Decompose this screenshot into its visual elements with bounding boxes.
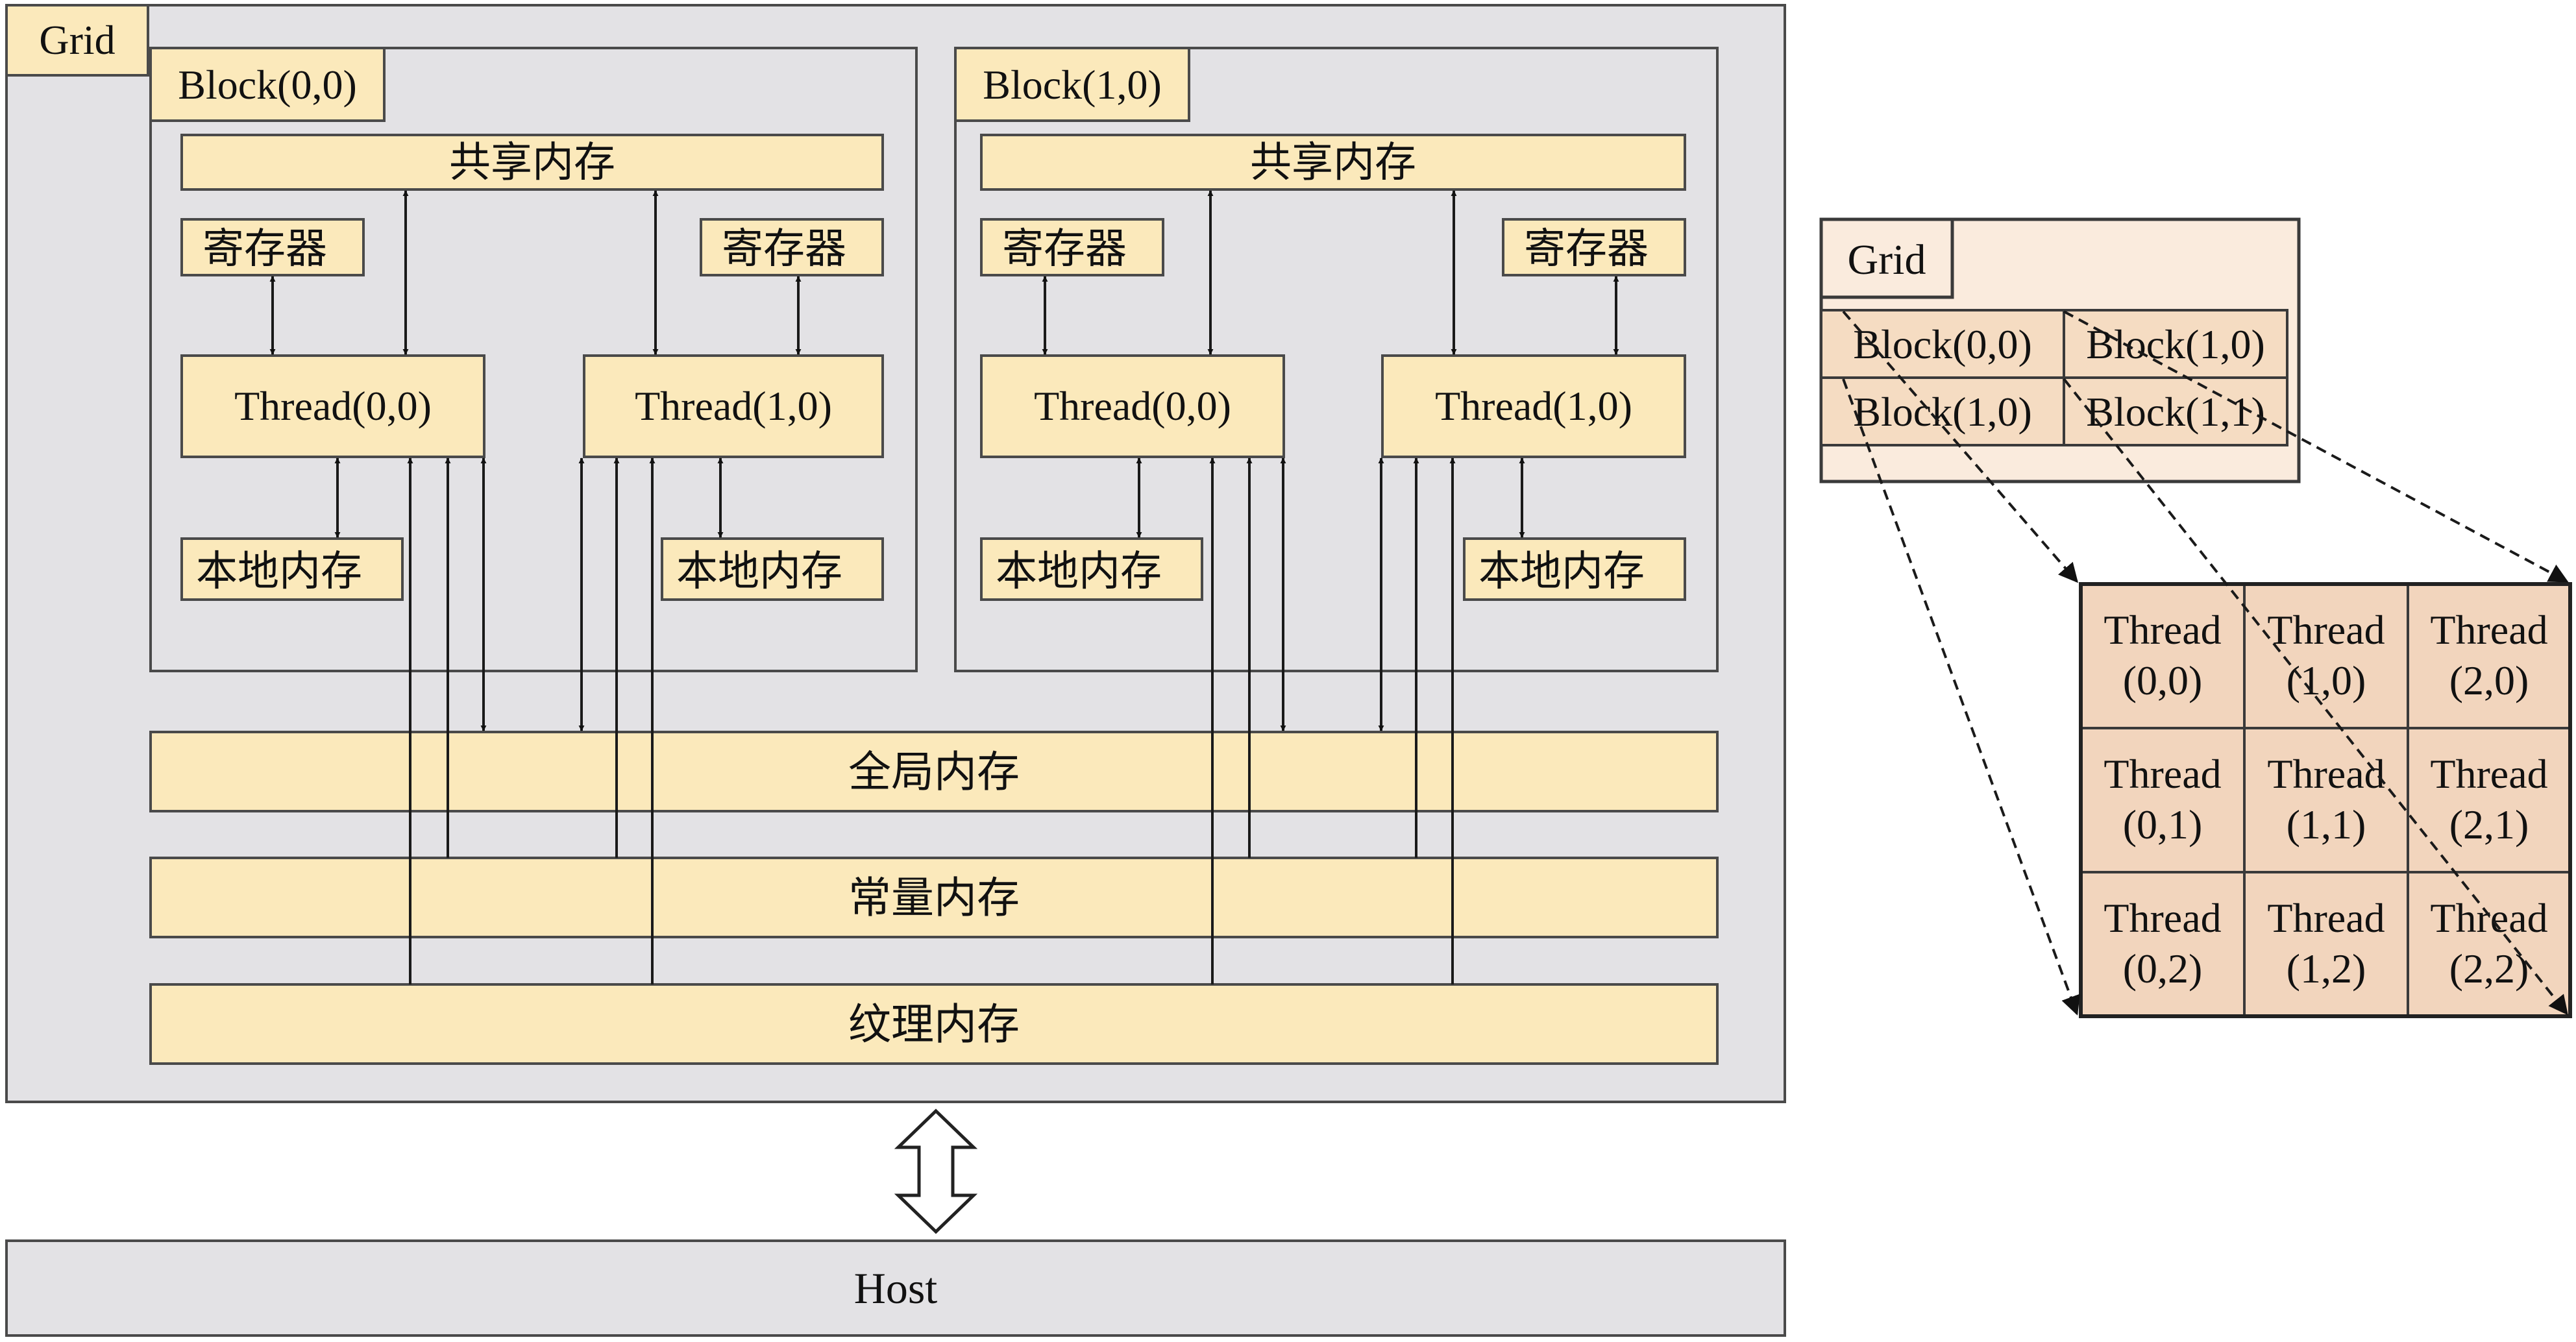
- local-memory-box: [661, 537, 884, 601]
- thread-cell-index: (1,1): [2287, 801, 2366, 848]
- block-label-box: [954, 47, 1190, 122]
- local-memory-box: [980, 537, 1203, 601]
- mini-block-cell: [1820, 376, 2065, 446]
- mini-block-label: Block(1,1): [2086, 389, 2265, 435]
- zoom-line: [1842, 378, 2080, 1016]
- mini-grid-label: Grid: [1848, 236, 1926, 284]
- thread-cell-index: (1,0): [2287, 657, 2366, 703]
- block-label: Block(1,0): [983, 62, 1162, 108]
- register-label: 寄存器: [722, 226, 846, 272]
- thread-cell-index: (0,1): [2123, 801, 2203, 848]
- local-memory-label: 本地内存: [676, 548, 842, 594]
- thread-cell: [2079, 871, 2246, 1018]
- constant-memory-box: [149, 857, 1719, 938]
- constant-memory-label: 常量内存: [848, 875, 1020, 922]
- thread-cell-title: Thread: [2267, 607, 2385, 653]
- register-label: 寄存器: [1002, 226, 1127, 272]
- thread-grid: Thread (0,0) Thread (1,0) Thread (2,0) T…: [2079, 582, 2572, 1018]
- thread-cell: [2407, 871, 2571, 1018]
- thread-cell-index: (2,1): [2449, 801, 2529, 848]
- mini-grid: Grid Block(0,0) Block(1,0) Block(1,0) Bl…: [1819, 217, 2301, 483]
- register-box: [1502, 218, 1686, 276]
- thread-label: Thread(1,0): [635, 383, 832, 429]
- shared-memory-label: 共享内存: [1250, 140, 1416, 186]
- register-box: [700, 218, 884, 276]
- host-box: [5, 1239, 1786, 1337]
- register-label: 寄存器: [1524, 226, 1649, 272]
- local-memory-box: [1463, 537, 1686, 601]
- host-label: Host: [854, 1263, 938, 1313]
- thread-cell: [2243, 727, 2409, 873]
- thread-cell-title: Thread: [2430, 607, 2547, 653]
- grid-label-box: [5, 4, 149, 77]
- global-memory-label: 全局内存: [848, 749, 1020, 796]
- mini-block-label: Block(1,0): [2086, 321, 2265, 367]
- thread-cell-title: Thread: [2104, 751, 2221, 797]
- local-memory-box: [180, 537, 404, 601]
- register-label: 寄存器: [202, 226, 327, 272]
- thread-cell-index: (1,2): [2287, 946, 2366, 992]
- thread-cell-title: Thread: [2267, 895, 2385, 941]
- zoom-line: [2063, 310, 2569, 583]
- host-device-double-arrow: [894, 1108, 978, 1234]
- shared-memory-label: 共享内存: [449, 140, 615, 186]
- local-memory-label: 本地内存: [996, 548, 1162, 594]
- thread-label: Thread(0,0): [1034, 383, 1231, 429]
- thread-cell-index: (0,2): [2123, 946, 2203, 992]
- thread-box: [1381, 354, 1686, 458]
- thread-box: [980, 354, 1285, 458]
- block-1: Block(1,0) 共享内存 寄存器 寄存器 Thread(0,0) Thre…: [954, 47, 1719, 672]
- thread-cell: [2243, 583, 2409, 729]
- mini-grid-label-box: [1819, 217, 1954, 299]
- thread-cell-title: Thread: [2104, 607, 2221, 653]
- zoom-dashed-lines: [1842, 310, 2569, 1016]
- local-memory-label: 本地内存: [196, 548, 362, 594]
- thread-cell: [2407, 727, 2571, 873]
- memory-connection-lines: [407, 458, 1456, 984]
- block-label: Block(0,0): [178, 62, 357, 108]
- shared-memory-box: [980, 134, 1686, 191]
- block-0: Block(0,0) 共享内存 寄存器 寄存器 Thread(0,0) Thre…: [149, 47, 918, 672]
- thread-cell-title: Thread: [2104, 895, 2221, 941]
- thread-cell: [2079, 727, 2246, 873]
- thread-box: [180, 354, 485, 458]
- thread-cell-index: (2,0): [2449, 657, 2529, 703]
- thread-cell: [2407, 583, 2571, 729]
- thread-label: Thread(0,0): [234, 383, 432, 429]
- shared-memory-box: [180, 134, 884, 191]
- thread-cell-title: Thread: [2267, 751, 2385, 797]
- thread-cell: [2079, 583, 2246, 729]
- thread-grid-border: [2079, 582, 2572, 1018]
- thread-cell-title: Thread: [2430, 895, 2547, 941]
- block-label-box: [149, 47, 386, 122]
- zoom-line: [1842, 310, 2078, 583]
- thread-cell-index: (0,0): [2123, 657, 2203, 703]
- local-memory-label: 本地内存: [1478, 548, 1645, 594]
- register-box: [180, 218, 365, 276]
- mini-block-label: Block(0,0): [1853, 321, 2032, 367]
- thread-cell-title: Thread: [2430, 751, 2547, 797]
- thread-cell: [2243, 871, 2409, 1018]
- thread-box: [583, 354, 884, 458]
- grid-label: Grid: [39, 17, 115, 63]
- thread-label: Thread(1,0): [1435, 383, 1632, 429]
- register-box: [980, 218, 1164, 276]
- texture-memory-label: 纹理内存: [848, 1001, 1020, 1049]
- thread-cell-index: (2,2): [2449, 946, 2529, 992]
- global-memory-box: [149, 731, 1719, 812]
- texture-memory-box: [149, 983, 1719, 1065]
